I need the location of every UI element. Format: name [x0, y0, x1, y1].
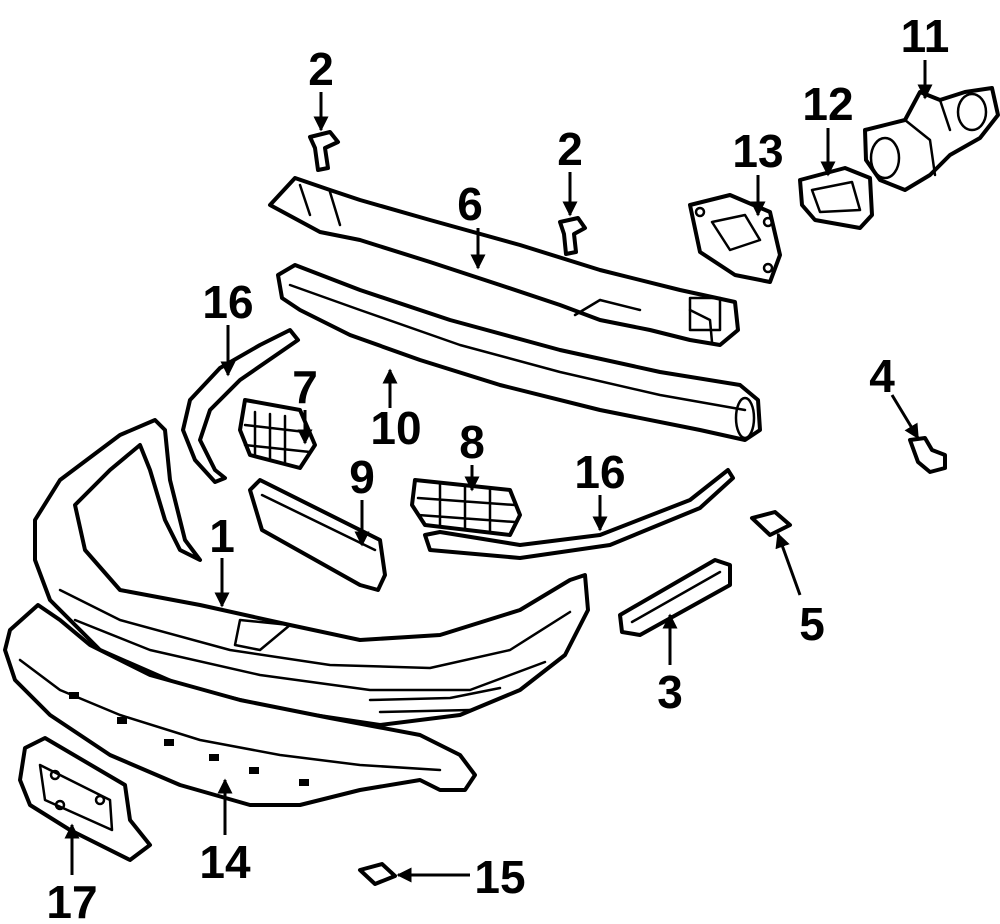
bolt-part [908, 436, 947, 474]
callout-11: 11 [901, 10, 950, 62]
fastener-left-part [308, 130, 340, 172]
callout-3: 3 [657, 666, 683, 718]
callout-7: 7 [292, 361, 318, 413]
callout-9: 9 [349, 451, 375, 503]
callout-17: 17 [46, 876, 97, 924]
callout-16a: 16 [202, 276, 253, 328]
grille-left-part [238, 398, 317, 470]
leader-lines [64, 60, 933, 883]
callout-2a: 2 [308, 43, 334, 95]
callout-6: 6 [457, 178, 483, 230]
molding-left-part [181, 328, 300, 484]
lower-clip-part [358, 862, 397, 886]
molding-right-part [423, 468, 735, 560]
support-bracket-part [618, 558, 732, 637]
clip-part [750, 510, 792, 537]
callout-8: 8 [459, 416, 485, 468]
callout-5: 5 [799, 598, 825, 650]
lower-valance-part [3, 603, 477, 807]
leader-4 [890, 394, 920, 440]
callout-10: 10 [370, 402, 421, 454]
callout-2b: 2 [557, 123, 583, 175]
fastener-right-part [558, 216, 587, 256]
bumper-cover-part [33, 418, 590, 727]
callout-15: 15 [474, 851, 525, 903]
energy-absorber-part [276, 263, 762, 442]
callout-12: 12 [802, 78, 853, 130]
callout-14: 14 [199, 836, 251, 888]
grille-right-part [410, 478, 522, 537]
callout-1: 1 [209, 510, 235, 562]
leader-5 [775, 532, 802, 596]
mounting-plate-part [688, 193, 782, 284]
callout-16b: 16 [574, 446, 625, 498]
reinforcement-bar-part [268, 176, 740, 347]
impact-cylinder-part [863, 86, 1000, 192]
gasket-part [798, 166, 874, 230]
callout-labels: 1 2 2 3 4 5 6 7 8 9 10 11 12 13 14 15 16… [46, 10, 949, 924]
license-plate-bracket-part [18, 736, 152, 862]
callout-4: 4 [869, 350, 895, 402]
callout-13: 13 [732, 125, 783, 177]
